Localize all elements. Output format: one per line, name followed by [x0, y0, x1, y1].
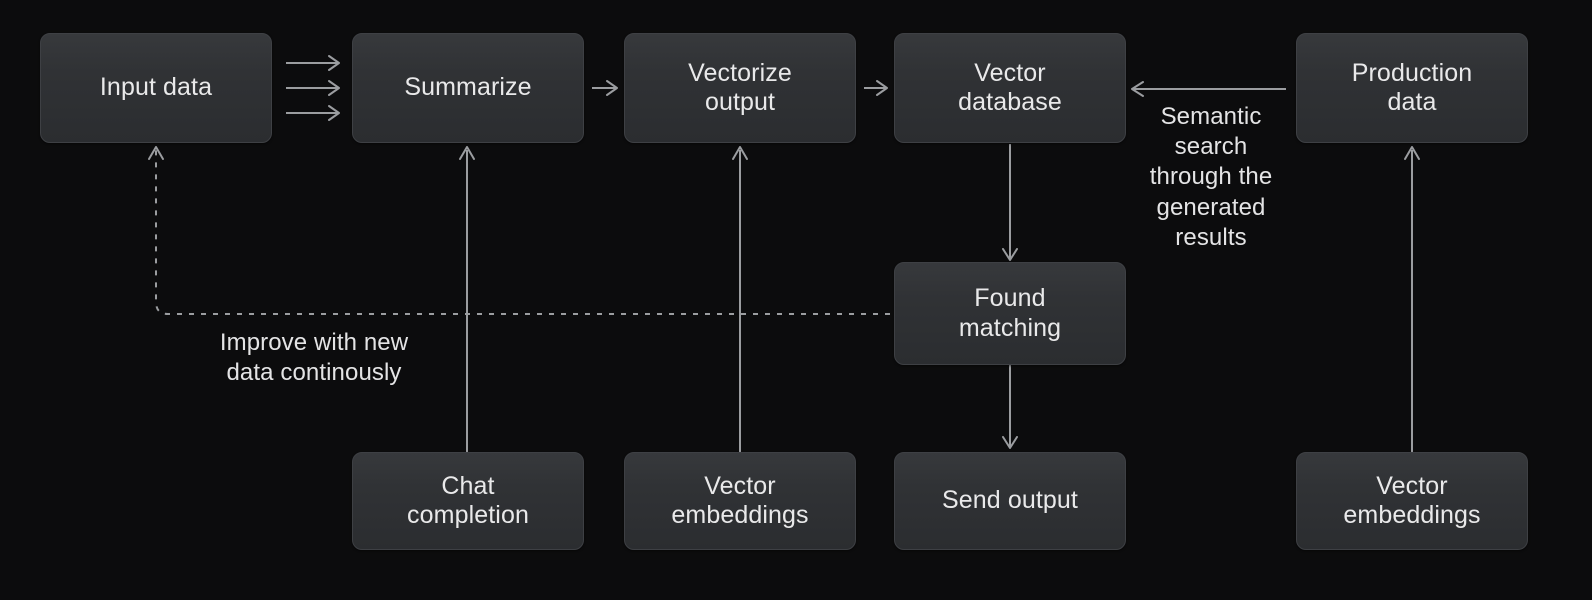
edge-found-matching-to-send-output: [1002, 365, 1018, 449]
edge-input-data-to-summarize: [286, 55, 340, 121]
node-vector-embeddings-right-label: Vector embeddings: [1343, 471, 1481, 530]
node-vector-embeddings-right[interactable]: Vector embeddings: [1296, 452, 1528, 550]
edge-found-matching-to-input-data-dashed: [148, 146, 890, 315]
edge-label-semantic-search: Semantic search through the generated re…: [1149, 103, 1273, 251]
node-input-data[interactable]: Input data: [40, 33, 272, 143]
edge-vector-embeddings-mid-to-vectorize-output: [732, 146, 748, 452]
edge-summarize-to-vectorize-output: [592, 80, 618, 96]
edge-vectorize-output-to-vector-database: [864, 80, 888, 96]
node-chat-completion[interactable]: Chat completion: [352, 452, 584, 550]
node-vector-embeddings-mid[interactable]: Vector embeddings: [624, 452, 856, 550]
node-send-output[interactable]: Send output: [894, 452, 1126, 550]
node-vector-embeddings-mid-label: Vector embeddings: [671, 471, 809, 530]
node-vector-database[interactable]: Vector database: [894, 33, 1126, 143]
node-vectorize-output[interactable]: Vectorize output: [624, 33, 856, 143]
edge-vector-database-to-found-matching: [1002, 144, 1018, 261]
node-vector-database-label: Vector database: [958, 58, 1062, 117]
edge-label-improve-loop: Improve with new data continously: [219, 329, 409, 387]
edge-production-data-to-vector-database: [1131, 81, 1286, 97]
edge-vector-embeddings-right-to-production-data: [1404, 146, 1420, 452]
node-found-matching[interactable]: Found matching: [894, 262, 1126, 365]
node-found-matching-label: Found matching: [958, 284, 1062, 342]
node-summarize-label: Summarize: [404, 73, 532, 102]
node-production-data[interactable]: Production data: [1296, 33, 1528, 143]
node-summarize[interactable]: Summarize: [352, 33, 584, 143]
edge-chat-completion-to-summarize: [459, 146, 475, 452]
node-vectorize-output-label: Vectorize output: [688, 58, 792, 117]
node-chat-completion-label: Chat completion: [407, 471, 529, 530]
node-input-data-label: Input data: [99, 73, 213, 102]
node-production-data-label: Production data: [1351, 58, 1473, 117]
node-send-output-label: Send output: [942, 486, 1078, 515]
